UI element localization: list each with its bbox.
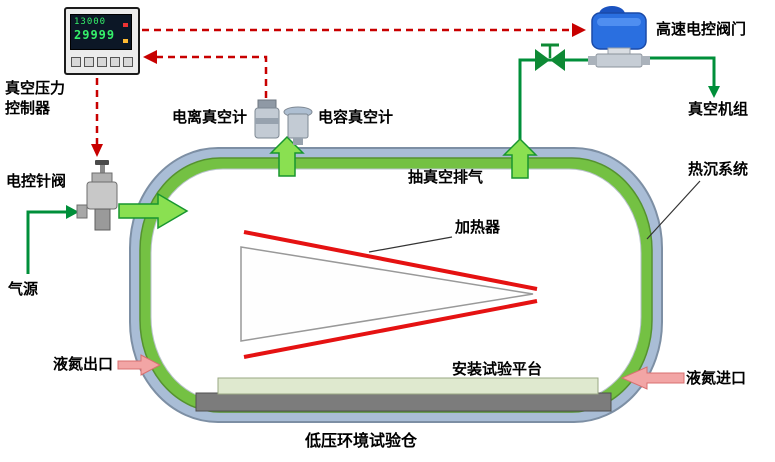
ionization-gauge-label: 电离真空计 (172, 109, 248, 126)
manual-valve-icon (535, 43, 565, 71)
signal-arrowhead-valve (572, 23, 586, 37)
ln2-inlet-label: 液氮进口 (686, 370, 747, 387)
controller-button (123, 57, 133, 67)
chamber-caption: 低压环境试验仓 (305, 433, 418, 450)
controller-button (84, 57, 94, 67)
gas-source-label: 气源 (8, 281, 39, 298)
capacitance-gauge-device (283, 106, 313, 145)
test-cone (240, 246, 534, 342)
heat-sink-label: 热沉系统 (688, 161, 749, 178)
capacitance-gauge-label: 电容真空计 (318, 109, 394, 126)
controller-label: 真空压力 控制器 (5, 79, 65, 119)
gas-inlet-block-arrow (118, 192, 189, 230)
signal-arrowhead-controller (143, 50, 157, 64)
controller-display-value1: 13000 (74, 17, 107, 27)
display-indicator-yellow (123, 39, 128, 43)
vacuum-pressure-controller-device: 13000 29999 (64, 7, 140, 75)
controller-buttons (71, 57, 133, 69)
heat-sink-leader-line (646, 180, 701, 240)
heater-label: 加热器 (455, 219, 501, 236)
controller-label-line1: 真空压力 (5, 80, 66, 97)
test-platform-slab (217, 377, 599, 395)
controller-display-value2: 29999 (74, 28, 116, 42)
controller-label-line2: 控制器 (5, 100, 51, 117)
test-platform-base (195, 392, 612, 412)
exhaust-block-arrow (502, 137, 538, 179)
exhaust-flow-line (518, 58, 590, 140)
gas-flow-arrowhead (66, 205, 79, 219)
heater-line-top (243, 230, 538, 291)
ln2-outlet-label: 液氮出口 (53, 356, 114, 373)
vacuum-exhaust-label: 抽真空排气 (408, 169, 484, 186)
signal-line-gauge-to-controller (157, 55, 268, 98)
high-speed-valve-label: 高速电控阀门 (656, 21, 747, 38)
controller-display: 13000 29999 (70, 14, 132, 50)
needle-valve-device (76, 160, 118, 231)
controller-button (71, 57, 81, 67)
signal-arrowhead-needle-valve (91, 144, 103, 157)
ln2-outlet-arrow (117, 354, 162, 376)
vacuum-unit-flow-line (650, 56, 716, 86)
needle-valve-label: 电控针阀 (6, 173, 67, 190)
vacuum-unit-arrowhead (708, 86, 720, 98)
ln2-inlet-arrow (620, 366, 685, 390)
display-indicator-red (123, 23, 128, 27)
heater-leader-line (368, 236, 453, 253)
ionization-gauge-device (254, 99, 280, 139)
high-speed-valve-device (588, 6, 650, 68)
heater-line-bottom (243, 299, 538, 359)
gas-flow-line (26, 210, 66, 274)
vacuum-unit-label: 真空机组 (688, 101, 749, 118)
controller-button (110, 57, 120, 67)
platform-label: 安装试验平台 (452, 361, 543, 378)
controller-button (97, 57, 107, 67)
